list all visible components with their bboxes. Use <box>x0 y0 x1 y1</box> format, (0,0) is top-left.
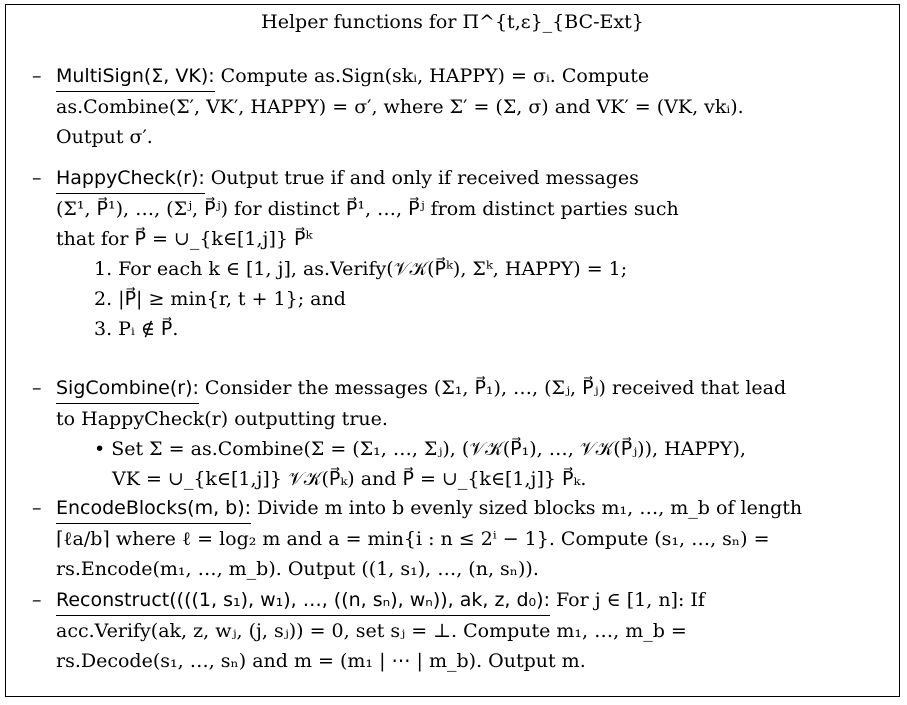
description-line: Compute as.Sign(skᵢ, HAPPY) = σᵢ. Comput… <box>220 65 650 87</box>
sublist-item: 3. Pᵢ ∉ P⃗. <box>94 318 179 340</box>
description-line: (Σ¹, P⃗¹), …, (Σʲ, P⃗ʲ) for distinct P⃗¹… <box>56 198 679 220</box>
sublist-item: 1. For each k ∈ [1, j], as.Verify(𝒱𝒦(P⃗ᵏ… <box>94 258 628 280</box>
bullet-line: VK = ∪_{k∈[1,j]} 𝒱𝒦(P⃗ₖ) and P⃗ = ∪_{k∈[… <box>112 468 587 490</box>
dash-marker: – <box>32 167 42 189</box>
description-line: Consider the messages (Σ₁, P⃗₁), …, (Σⱼ,… <box>204 377 787 399</box>
description-line: as.Combine(Σ′, VK′, HAPPY) = σ′, where Σ… <box>56 96 744 118</box>
sublist-item: 2. |P⃗| ≥ min{r, t + 1}; and <box>94 288 346 310</box>
dash-marker: – <box>32 497 42 519</box>
description-line: Divide m into b evenly sized blocks m₁, … <box>257 497 803 519</box>
description-line: that for P⃗ = ∪_{k∈[1,j]} P⃗ᵏ <box>56 228 313 250</box>
description-line: to HappyCheck(r) outputting true. <box>56 408 388 430</box>
description-line: ⌈ℓa/b⌉ where ℓ = log₂ m and a = min{i : … <box>56 528 770 550</box>
function-name: MultiSign(Σ, VK): <box>56 61 215 92</box>
function-name: SigCombine(r): <box>56 373 199 404</box>
function-name: HappyCheck(r): <box>56 163 205 194</box>
helper-functions-box: Helper functions for Π^{t,ε}_{BC-Ext} – … <box>5 4 900 697</box>
description-line: acc.Verify(ak, z, wⱼ, (j, sⱼ)) = 0, set … <box>56 620 687 642</box>
item-sigcombine: – SigCombine(r): Consider the messages (… <box>32 373 886 494</box>
item-reconstruct: – Reconstruct((((1, s₁), w₁), …, ((n, sₙ… <box>32 585 886 676</box>
item-encodeblocks: – EncodeBlocks(m, b): Divide m into b ev… <box>32 493 886 584</box>
description-line: Output σ′. <box>56 126 153 148</box>
function-name: EncodeBlocks(m, b): <box>56 493 252 524</box>
description-line: For j ∈ [1, n]: If <box>556 589 705 611</box>
function-name: Reconstruct((((1, s₁), w₁), …, ((n, sₙ),… <box>56 585 550 616</box>
description-line: Output true if and only if received mess… <box>210 167 639 189</box>
description-line: rs.Encode(m₁, …, m_b). Output ((1, s₁), … <box>56 558 539 580</box>
box-title: Helper functions for Π^{t,ε}_{BC-Ext} <box>261 11 644 33</box>
bullet-line: • Set Σ = as.Combine(Σ = (Σ₁, …, Σⱼ), (𝒱… <box>94 438 746 460</box>
item-happycheck: – HappyCheck(r): Output true if and only… <box>32 163 886 344</box>
description-line: rs.Decode(s₁, …, sₙ) and m = (m₁ | ⋯ | m… <box>56 650 586 672</box>
dash-marker: – <box>32 377 42 399</box>
dash-marker: – <box>32 65 42 87</box>
item-multisign: – MultiSign(Σ, VK): Compute as.Sign(skᵢ,… <box>32 61 886 152</box>
dash-marker: – <box>32 589 42 611</box>
